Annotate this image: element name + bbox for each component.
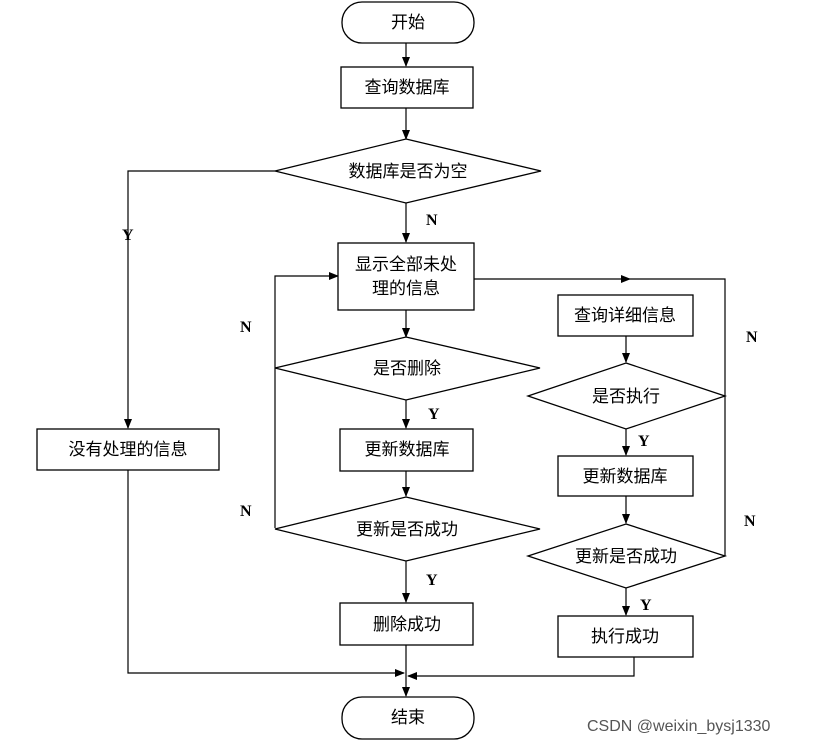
query-detail-label: 查询详细信息 [574,306,676,326]
update-db-right-node: 更新数据库 [557,455,694,497]
edges [124,43,726,697]
label-is-execute-yes: Y [638,433,650,450]
edge-isdelete-no [274,272,339,368]
label-is-delete-no: N [240,319,252,336]
execute-success-node: 执行成功 [557,615,694,658]
db-empty-decision: 数据库是否为空 [274,138,542,204]
label-is-execute-no: N [746,329,758,346]
label-update-right-no: N [744,513,756,530]
label-is-delete-yes: Y [428,406,440,423]
query-detail-node: 查询详细信息 [557,294,694,337]
start-node: 开始 [341,1,475,44]
update-success-left-label: 更新是否成功 [356,520,458,540]
watermark: CSDN @weixin_bysj1330 [587,718,771,735]
end-node: 结束 [341,696,475,740]
label-update-left-no: N [240,503,252,520]
update-db-left-label: 更新数据库 [365,440,450,460]
show-unprocessed-node: 显示全部未处 理的信息 [337,242,475,311]
edge-executesuccess-end [407,657,635,680]
edge-dbempty-yes [124,170,275,429]
label-db-empty-yes: Y [122,227,134,244]
no-info-label: 没有处理的信息 [69,440,188,460]
label-update-left-yes: Y [426,572,438,589]
update-success-left-decision: 更新是否成功 [274,496,541,562]
edge-labels: Y N N Y N Y N Y N Y [122,212,758,614]
delete-success-label: 删除成功 [373,615,441,635]
db-empty-label: 数据库是否为空 [349,162,468,182]
update-db-right-label: 更新数据库 [583,467,668,487]
show-unprocessed-label-2: 理的信息 [372,279,440,299]
label-update-right-yes: Y [640,597,652,614]
query-db-node: 查询数据库 [340,66,474,109]
no-info-node: 没有处理的信息 [36,428,220,471]
edge-isexecute-no [630,278,726,396]
label-db-empty-no: N [426,212,438,229]
execute-success-label: 执行成功 [591,627,659,647]
update-db-left-node: 更新数据库 [339,428,474,472]
is-delete-decision: 是否删除 [274,336,541,401]
update-success-right-decision: 更新是否成功 [525,523,728,589]
is-execute-decision: 是否执行 [525,362,728,430]
is-execute-label: 是否执行 [592,387,660,407]
update-success-right-label: 更新是否成功 [575,547,677,567]
end-label: 结束 [391,708,425,728]
show-unprocessed-label-1: 显示全部未处 [355,255,457,275]
start-label: 开始 [391,13,425,33]
query-db-label: 查询数据库 [365,78,450,98]
delete-success-node: 删除成功 [339,602,474,646]
edge-noinfo-end [127,470,405,677]
is-delete-label: 是否删除 [373,359,441,379]
